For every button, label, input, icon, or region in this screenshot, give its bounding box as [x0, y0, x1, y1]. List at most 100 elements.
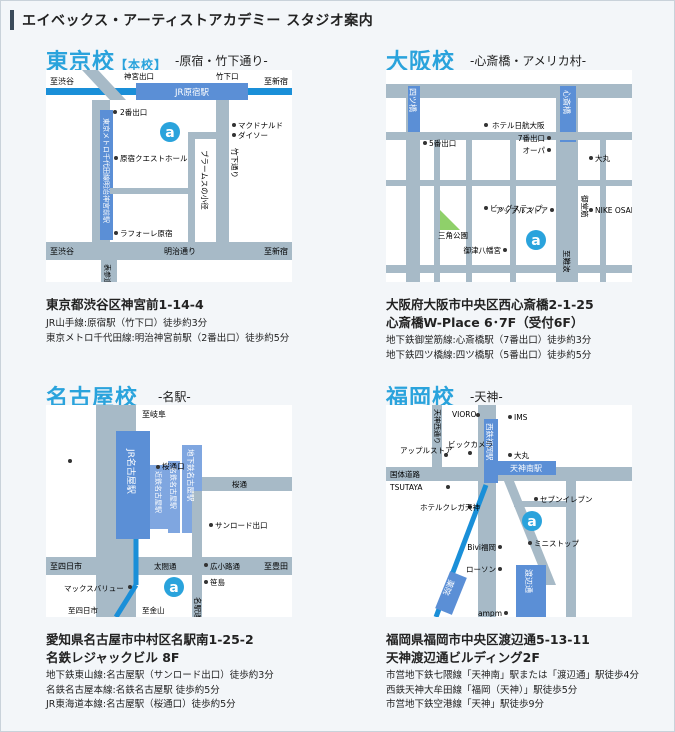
nagoya-avex-logo-icon: a — [164, 577, 184, 597]
tokyo-label-takeshita-exit: 竹下口 — [216, 71, 239, 81]
fukuoka-area: -天神- — [470, 390, 503, 404]
fukuoka-label-watanabe: 渡辺通 — [524, 569, 534, 593]
fukuoka-dot-cregu — [468, 505, 472, 509]
fukuoka-dot-ampm — [504, 611, 508, 615]
nagoya-label-maxvalue: マックスバリュー — [64, 584, 124, 593]
tokyo-mid-road — [110, 188, 188, 194]
nagoya-label-meitetsu: 名鉄名古屋駅 — [169, 467, 178, 509]
nagoya-dot-hirokoji — [204, 563, 208, 567]
nagoya-area: -名駅- — [158, 390, 191, 404]
nagoya-dot-sakuradori-exit — [156, 465, 160, 469]
osaka-label-apple: アップルストア — [496, 206, 549, 215]
fukuoka-label-kokutai: 国体道路 — [390, 469, 420, 479]
osaka-dot-nike — [589, 208, 593, 212]
osaka-sankaku-park — [440, 210, 460, 230]
fukuoka-access: 市営地下鉄七隈線「天神南」駅または「渡辺通」駅徒歩4分 西鉄天神大牟田線「福岡（… — [386, 669, 639, 713]
osaka-shinsaibashi-line — [560, 86, 576, 142]
osaka-address-line1: 大阪府大阪市中央区西心斎橋2-1-25 — [386, 297, 594, 312]
fukuoka-address-line2: 天神渡辺通ビルディング2F — [386, 650, 540, 665]
tokyo-label-brahms: ブラームスの小径 — [200, 150, 210, 210]
nagoya-kintetsu-block — [150, 465, 168, 529]
fukuoka-label-cregu: ホテルクレガ天神 — [420, 502, 480, 512]
fukuoka-access-nishitetsu: 西鉄天神大牟田線「福岡（天神）」駅徒歩5分 — [386, 684, 578, 696]
nagoya-label-sasashima: 笹島 — [210, 577, 225, 587]
osaka-road-3 — [386, 180, 632, 186]
osaka-road-bottom — [386, 265, 632, 273]
nagoya-label-kanayama: 至金山 — [142, 605, 165, 615]
osaka-dot-exit5 — [423, 141, 427, 145]
tokyo-label-shibuya-bottom: 至渋谷 — [50, 246, 74, 256]
nagoya-label-hirokoji: 広小路通 — [210, 561, 240, 571]
fukuoka-label-ministop: ミニストップ — [534, 539, 579, 548]
fukuoka-dot-tsutaya — [446, 485, 450, 489]
tokyo-label-takeshita: 竹下通り — [230, 148, 240, 178]
tokyo-label-jingu-exit: 神宮出口 — [124, 71, 154, 81]
osaka-label-shinsaibashi: 心斎橋 — [562, 90, 572, 114]
fukuoka-dot-ims — [508, 415, 512, 419]
osaka-label-nike: NIKE OSAKA — [595, 206, 632, 215]
nagoya-access-jr: JR東海道本線:名古屋駅（桜通口）徒歩約5分 — [46, 699, 236, 710]
tokyo-meiji-road — [46, 242, 292, 260]
nagoya-label-sakuradori-exit: 桜通口 — [162, 461, 185, 471]
osaka-label-yotsubashi: 四ツ橋 — [408, 88, 418, 112]
fukuoka-dot-daimaru — [508, 453, 512, 457]
svg-text:a: a — [527, 514, 536, 530]
nagoya-sakuradori-road — [182, 477, 292, 491]
nagoya-address-line2: 名鉄レジャックビル 8F — [46, 650, 180, 665]
nagoya-dot-maxvalue — [128, 585, 132, 589]
page-header: エイベックス・アーティストアカデミー スタジオ案内 — [10, 8, 373, 32]
osaka-dot-apple — [550, 208, 554, 212]
nagoya-address-line1: 愛知県名古屋市中村区名駅南1-25-2 — [46, 632, 254, 647]
nagoya-label-meieki: 名駅通 — [193, 597, 203, 617]
tokyo-label-meiji: 明治通り — [164, 246, 196, 256]
osaka-map: a 四ツ橋 心斎橋 ホテル日航大阪 7番出口 オーパ 5番出口 大丸 ビッグステ… — [386, 70, 632, 282]
tokyo-access-jr: JR山手線:原宿駅（竹下口）徒歩約3分 — [46, 318, 208, 329]
fukuoka-nishitetsu-block — [484, 419, 498, 483]
tokyo-dot-daiso — [232, 133, 236, 137]
osaka-label-opa: オーパ — [523, 146, 546, 155]
nagoya-label-seto: 至岐阜 — [142, 409, 166, 419]
fukuoka-avex-logo-icon: a — [522, 511, 542, 531]
osaka-label-sennichimae: 至難波 — [562, 250, 572, 273]
osaka-label-exit7: 7番出口 — [518, 133, 545, 143]
nagoya-meitetsu-block — [168, 461, 180, 533]
tokyo-label-laforet: ラフォーレ原宿 — [120, 228, 173, 238]
fukuoka-label-bic: ビックカメラ — [448, 440, 493, 449]
nagoya-dot-sunroad — [209, 523, 213, 527]
osaka-address-line2: 心斎橋W-Place 6･7F（受付6F） — [386, 315, 584, 330]
tokyo-label-quest: 原宿クエストホール — [120, 153, 188, 163]
tokyo-map: a 至渋谷 至新宿 神宮出口 竹下口 JR原宿駅 2番出口 原宿クエストホール … — [46, 70, 292, 282]
fukuoka-yakuin-block — [435, 571, 467, 615]
osaka-dot-hachimangu — [503, 248, 507, 252]
nagoya-label-kintetsu: 近鉄名古屋駅 — [154, 471, 163, 513]
fukuoka-label-vioro: VIORO — [452, 410, 476, 419]
fukuoka-dot-ministop — [528, 541, 532, 545]
fukuoka-label-tenjin-minami: 天神南駅 — [510, 463, 542, 473]
tokyo-omotesando-road — [101, 260, 117, 282]
fukuoka-address-line1: 福岡県福岡市中央区渡辺通5-13-11 — [386, 632, 590, 647]
osaka-area: -心斎橋・アメリカ村- — [470, 54, 587, 68]
nagoya-map: a 至岐阜 JR名古屋駅 桜通口 地下鉄名古屋駅 近鉄名古屋駅 名鉄名古屋駅 桜… — [46, 405, 292, 617]
tokyo-label-daiso: ダイソー — [238, 130, 268, 140]
nagoya-label-toyota: 至豊田 — [264, 561, 288, 571]
page-title: エイベックス・アーティストアカデミー スタジオ案内 — [22, 13, 374, 29]
fukuoka-label-daimaru: 大丸 — [514, 450, 529, 460]
fukuoka-road-mid — [514, 501, 566, 507]
tokyo-side-road — [188, 132, 216, 139]
tokyo-label-omotesando: 表参道 — [103, 264, 112, 282]
osaka-label-exit5: 5番出口 — [429, 138, 456, 148]
fukuoka-label-nishitetsu: 西鉄福岡駅 — [485, 423, 495, 461]
osaka-label-daimaru: 大丸 — [595, 153, 610, 163]
tokyo-area: -原宿・竹下通り- — [175, 54, 268, 68]
osaka-access-midosuji: 地下鉄御堂筋線:心斎橋駅（7番出口）徒歩約3分 — [386, 335, 592, 346]
tokyo-dot-exit2 — [113, 110, 117, 114]
osaka-dot-nikko — [484, 123, 488, 127]
nagoya-label-jr: JR名古屋駅 — [125, 448, 137, 494]
nagoya-access-meitetsu: 名鉄名古屋本線:名鉄名古屋駅 徒歩約5分 — [46, 684, 220, 696]
fukuoka-dot-bic — [468, 451, 472, 455]
fukuoka-access-nanakuma: 市営地下鉄七隈線「天神南」駅または「渡辺通」駅徒歩4分 — [386, 670, 640, 681]
nagoya-address: 愛知県名古屋市中村区名駅南1-25-2 名鉄レジャックビル 8F — [46, 631, 254, 667]
tokyo-label-exit2: 2番出口 — [120, 107, 147, 117]
tokyo-road-diag — [82, 70, 126, 100]
tokyo-access-metro: 東京メトロ千代田線:明治神宮前駅（2番出口）徒歩約5分 — [46, 332, 290, 344]
